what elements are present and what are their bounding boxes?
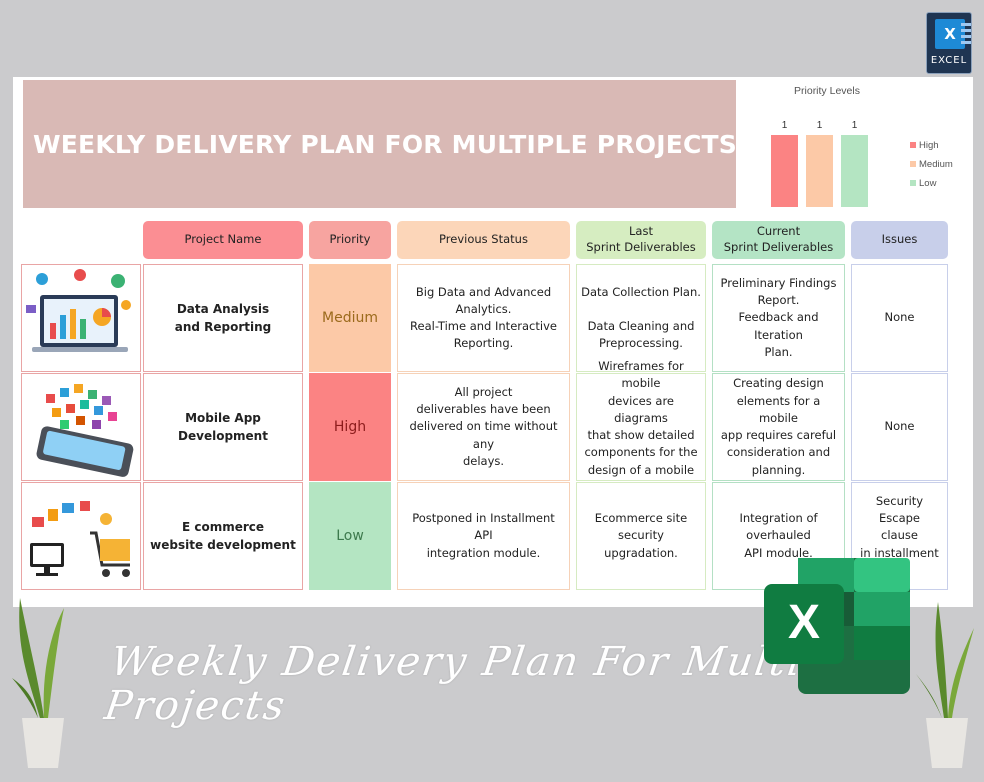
previous-status-cell[interactable]: All project deliverables have been deliv… (397, 373, 570, 481)
legend-swatch-low (910, 180, 916, 186)
project-name-cell[interactable]: Mobile App Development (143, 373, 303, 481)
priority-cell[interactable]: High (309, 373, 391, 481)
bar-label-low: 1 (852, 120, 858, 131)
row-image-analytics (21, 264, 141, 372)
plant-left-icon (12, 598, 64, 768)
header-priority[interactable]: Priority (309, 221, 391, 259)
priority-cell[interactable]: Low (309, 482, 391, 590)
project-name-cell[interactable]: E commerce website development (143, 482, 303, 590)
header-previous-status[interactable]: Previous Status (397, 221, 570, 259)
smartphone-apps-icon (36, 384, 134, 477)
previous-status-cell[interactable]: Postponed in Installment API integration… (397, 482, 570, 590)
priority-cell[interactable]: Medium (309, 264, 391, 372)
project-name-cell[interactable]: Data Analysis and Reporting (143, 264, 303, 372)
excel-badge-label: EXCEL (930, 55, 968, 66)
bar-low[interactable] (841, 135, 868, 207)
script-title: Weekly Delivery Plan For Multiple Projec… (101, 639, 874, 729)
bar-label-high: 1 (782, 120, 788, 131)
chart-title: Priority Levels (794, 85, 860, 97)
legend-swatch-medium (910, 161, 916, 167)
last-sprint-cell[interactable]: Ecommerce site security upgradation. (576, 482, 706, 590)
last-sprint-cell[interactable]: Wireframes for mobile devices are diagra… (576, 359, 706, 494)
page-title: WEEKLY DELIVERY PLAN FOR MULTIPLE PROJEC… (33, 130, 738, 159)
bar-label-medium: 1 (817, 120, 823, 131)
spreadsheet-sheet: WEEKLY DELIVERY PLAN FOR MULTIPLE PROJEC… (13, 77, 973, 607)
plant-right-icon (916, 602, 974, 768)
analytics-dashboard-icon (26, 269, 131, 352)
header-issues[interactable]: Issues (851, 221, 948, 259)
current-sprint-cell[interactable]: Creating design elements for a mobile ap… (712, 373, 845, 481)
excel-badge-icon: X (935, 19, 971, 49)
header-current-sprint[interactable]: Current Sprint Deliverables (712, 221, 845, 259)
header-project-name[interactable]: Project Name (143, 221, 303, 259)
previous-status-cell[interactable]: Big Data and Advanced Analytics. Real-Ti… (397, 264, 570, 372)
bar-medium[interactable] (806, 135, 833, 207)
issues-cell[interactable]: None (851, 264, 948, 372)
row-image-ecommerce (21, 482, 141, 590)
issues-cell[interactable]: None (851, 373, 948, 481)
legend-label-high: High (919, 140, 939, 151)
shopping-cart-icon (30, 501, 130, 577)
title-banner: WEEKLY DELIVERY PLAN FOR MULTIPLE PROJEC… (23, 80, 738, 208)
row-image-mobile (21, 373, 141, 481)
excel-logo-icon: X (764, 558, 910, 694)
legend-label-low: Low (919, 178, 937, 189)
bar-high[interactable] (771, 135, 798, 207)
current-sprint-cell[interactable]: Preliminary Findings Report. Feedback an… (712, 264, 845, 372)
legend-label-medium: Medium (919, 159, 953, 170)
last-sprint-cell[interactable]: Data Collection Plan. Data Cleaning and … (576, 264, 706, 372)
excel-badge: X EXCEL (926, 12, 972, 74)
legend-swatch-high (910, 142, 916, 148)
excel-logo-letter: X (788, 596, 820, 649)
header-last-sprint[interactable]: Last Sprint Deliverables (576, 221, 706, 259)
